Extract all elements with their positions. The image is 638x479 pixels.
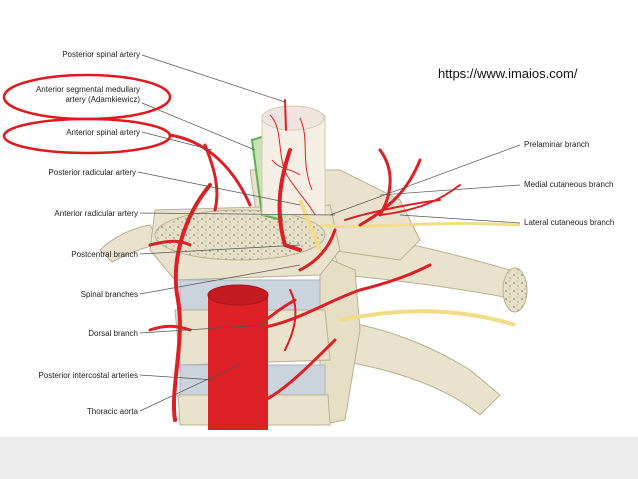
anatomy-illustration (2, 54, 528, 430)
rib-upper-left (99, 224, 161, 263)
label-thoracic-aorta: Thoracic aorta (86, 407, 138, 416)
label-postcentral-branch: Postcentral branch (71, 250, 138, 259)
spinal-cord (250, 105, 326, 222)
label-posterior-radicular-artery: Posterior radicular artery (48, 168, 136, 177)
bottom-band (0, 437, 638, 479)
label-anterior-spinal-artery: Anterior spinal artery (66, 128, 140, 137)
rib-lower-right (329, 319, 501, 416)
leader-lines (137, 54, 521, 412)
arteries (148, 99, 461, 422)
label-prelaminar-branch: Prelaminar branch (524, 140, 590, 149)
nerves (298, 199, 521, 327)
label-lateral-cutaneous-branch: Lateral cutaneous branch (524, 218, 615, 227)
top-band (0, 0, 638, 38)
label-spinal-branches: Spinal branches (80, 290, 138, 299)
source-url: https://www.imaios.com/ (438, 66, 578, 81)
thoracic-aorta (207, 284, 269, 430)
label-posterior-intercostal-arteries: Posterior intercostal arteries (38, 371, 138, 380)
label-adamkiewicz-artery: Anterior segmental medullary artery (Ada… (35, 85, 140, 104)
highlight-ellipse-anterior-spinal (2, 117, 172, 155)
spinal-artery-diagram: Posterior spinal artery Anterior segment… (0, 38, 638, 437)
label-anterior-radicular-artery: Anterior radicular artery (54, 209, 138, 218)
label-medial-cutaneous-branch: Medial cutaneous branch (524, 180, 614, 189)
label-dorsal-branch: Dorsal branch (88, 329, 138, 338)
label-posterior-spinal-artery: Posterior spinal artery (62, 50, 140, 59)
